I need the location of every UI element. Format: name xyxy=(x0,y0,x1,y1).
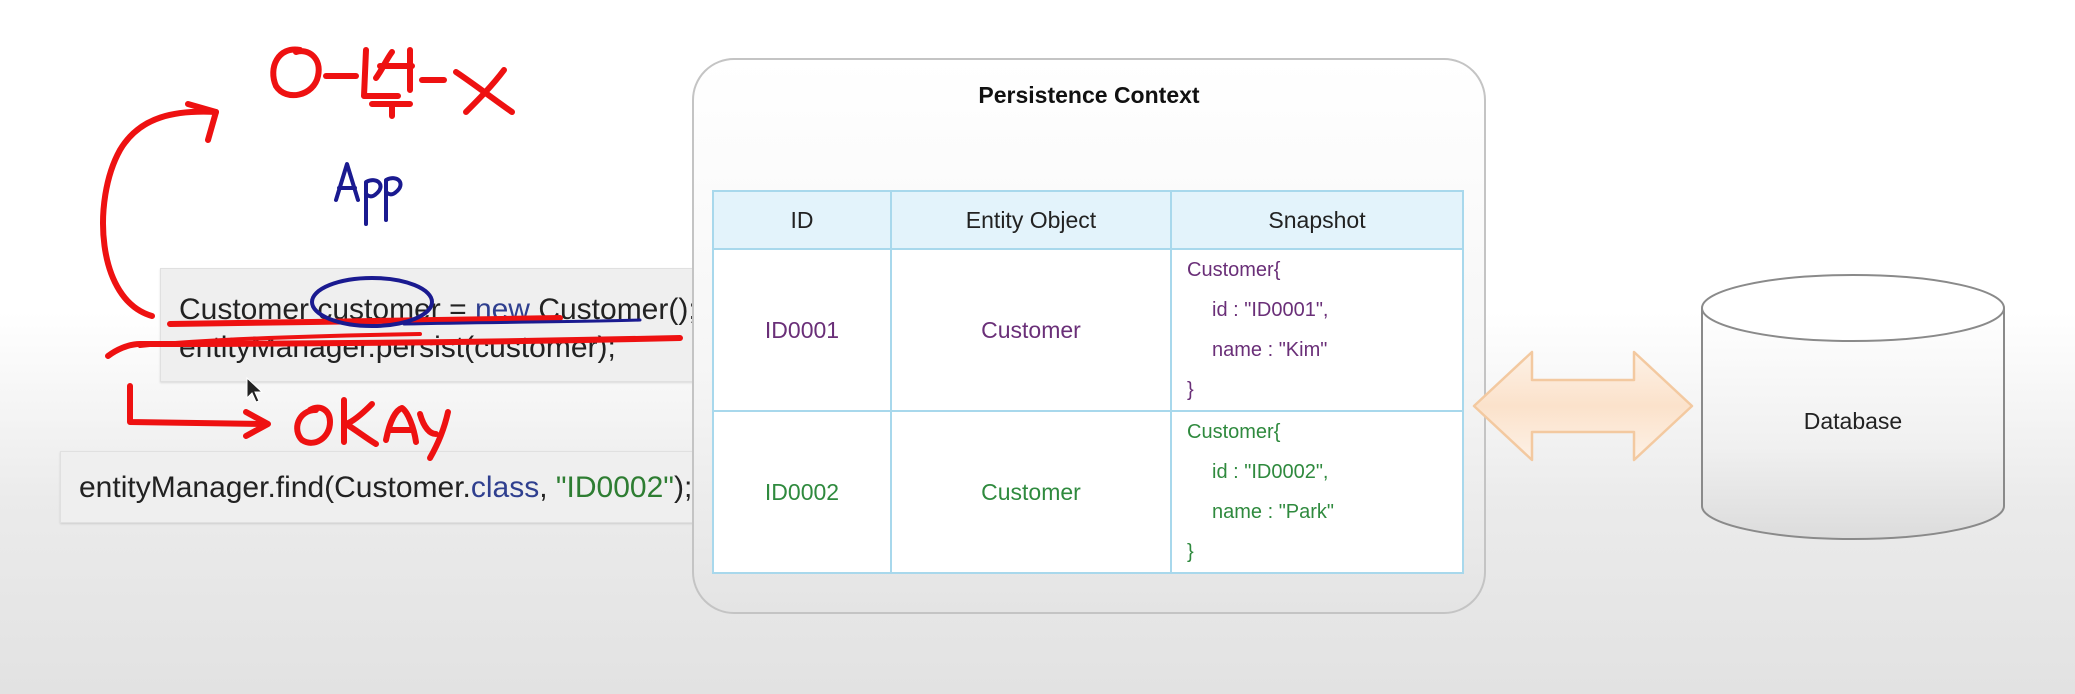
cell-entity: Customer xyxy=(890,410,1172,574)
header-entity-object: Entity Object xyxy=(890,190,1172,250)
code-line-new-customer: Customer customer = new Customer(); xyxy=(179,293,697,326)
cell-entity: Customer xyxy=(890,248,1172,412)
code-line-persist: entityManager.persist(customer); xyxy=(179,331,616,364)
header-snapshot: Snapshot xyxy=(1170,190,1464,250)
cell-snapshot: Customer{ id : "ID0002", name : "Park" } xyxy=(1170,410,1464,574)
table-row: ID0001 Customer Customer{ id : "ID0001",… xyxy=(712,248,1464,412)
handwriting-bottom-note xyxy=(127,383,451,461)
persistence-context-table: ID Entity Object Snapshot ID0001 Custome… xyxy=(712,190,1464,574)
handwriting-app-note xyxy=(334,162,403,226)
table-row: ID0002 Customer Customer{ id : "ID0002",… xyxy=(712,410,1464,574)
cell-id: ID0001 xyxy=(712,248,892,412)
find-code-box: entityManager.find(Customer.class, "ID00… xyxy=(60,451,718,523)
database-cylinder-icon xyxy=(1701,274,2005,540)
database-label: Database xyxy=(1803,408,1903,434)
header-id: ID xyxy=(712,190,892,250)
cell-id: ID0002 xyxy=(712,410,892,574)
cell-snapshot: Customer{ id : "ID0001", name : "Kim" } xyxy=(1170,248,1464,412)
persist-code-box: Customer customer = new Customer(); enti… xyxy=(160,268,718,382)
table-header-row: ID Entity Object Snapshot xyxy=(712,190,1464,250)
persistence-context-title: Persistence Context xyxy=(978,82,1200,108)
handwriting-top-note xyxy=(270,46,515,119)
persistence-context-panel: Persistence Context ID Entity Object Sna… xyxy=(692,58,1486,614)
double-arrow-icon xyxy=(1472,350,1694,462)
